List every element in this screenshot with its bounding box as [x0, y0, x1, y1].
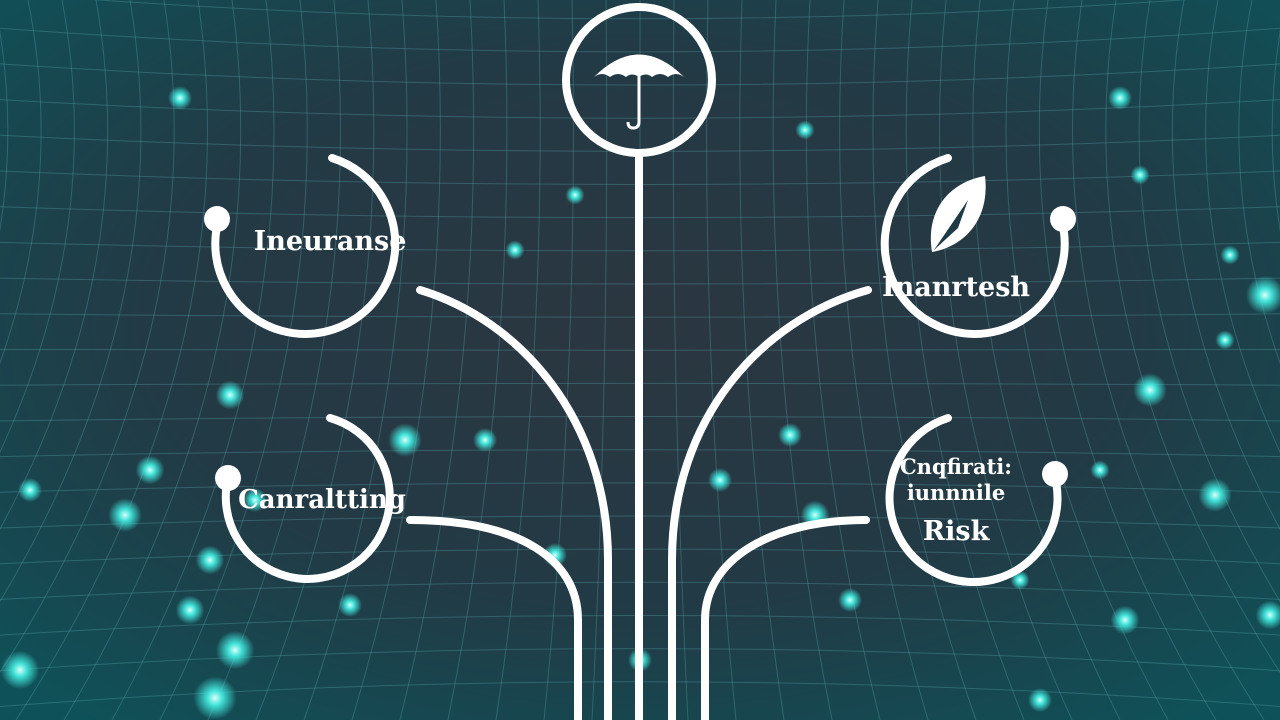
node-label-line-3: Risk: [923, 516, 991, 547]
glow-dot: [193, 676, 237, 720]
glow-dot: [708, 468, 732, 492]
glow-dot: [1028, 688, 1052, 712]
branch-left-lower: [406, 516, 582, 720]
glow-dot: [838, 588, 862, 612]
glow-dot: [175, 595, 205, 625]
node-ring: [221, 414, 394, 583]
node-left-lower: Canraltting: [215, 414, 406, 583]
glow-dot: [565, 185, 585, 205]
glow-dot: [168, 86, 192, 110]
branch-right-lower: [701, 516, 870, 720]
glow-dot: [388, 423, 422, 457]
node-label-line-1: Cnqfirati:: [900, 454, 1012, 479]
glow-dot: [505, 240, 525, 260]
glow-dot: [338, 593, 362, 617]
glow-dot: [1198, 478, 1232, 512]
glow-dot: [135, 455, 165, 485]
top-node-ring: [562, 3, 716, 157]
glow-dot: [1133, 373, 1167, 407]
connector-lines: [406, 151, 872, 720]
glow-dot: [1110, 605, 1140, 635]
node-label: Ineuranse: [254, 226, 407, 257]
top-node: [562, 3, 716, 157]
node-endpoint-dot: [204, 206, 230, 232]
glow-dot: [1130, 165, 1150, 185]
node-endpoint-dot: [1050, 206, 1076, 232]
node-label-line-2: iunnnile: [907, 480, 1005, 505]
glow-dot: [1090, 460, 1110, 480]
node-right-lower: Cnqfirati: iunnnile Risk: [885, 414, 1068, 586]
branch-left-upper: [416, 286, 612, 720]
node-left-upper: Ineuranse: [204, 154, 407, 338]
node-ring: [885, 414, 1062, 586]
leaf-icon: [930, 176, 986, 252]
glow-dot: [18, 478, 42, 502]
node-ring: [880, 154, 1069, 338]
branch-right-upper: [668, 286, 872, 720]
node-label: Canraltting: [238, 485, 406, 515]
glow-dot: [473, 428, 497, 452]
glow-dot: [108, 498, 142, 532]
glow-dot: [778, 423, 802, 447]
node-label: Inanrtesh: [882, 272, 1030, 303]
node-endpoint-dot: [215, 465, 241, 491]
glow-dot: [1245, 275, 1280, 315]
glow-dot: [0, 650, 40, 690]
umbrella-icon: [594, 54, 684, 130]
glow-dot: [215, 380, 245, 410]
glow-dot: [1220, 245, 1240, 265]
node-right-upper: Inanrtesh: [880, 154, 1076, 338]
node-ring: [211, 154, 400, 338]
glow-dot: [795, 120, 815, 140]
glow-dot: [215, 630, 255, 670]
glow-dot: [1215, 330, 1235, 350]
node-endpoint-dot: [1042, 461, 1068, 487]
glow-dot: [1255, 600, 1280, 630]
glow-dot: [1108, 86, 1132, 110]
glow-dots: [0, 86, 1280, 720]
glow-dot: [243, 488, 267, 512]
glow-dot: [195, 545, 225, 575]
